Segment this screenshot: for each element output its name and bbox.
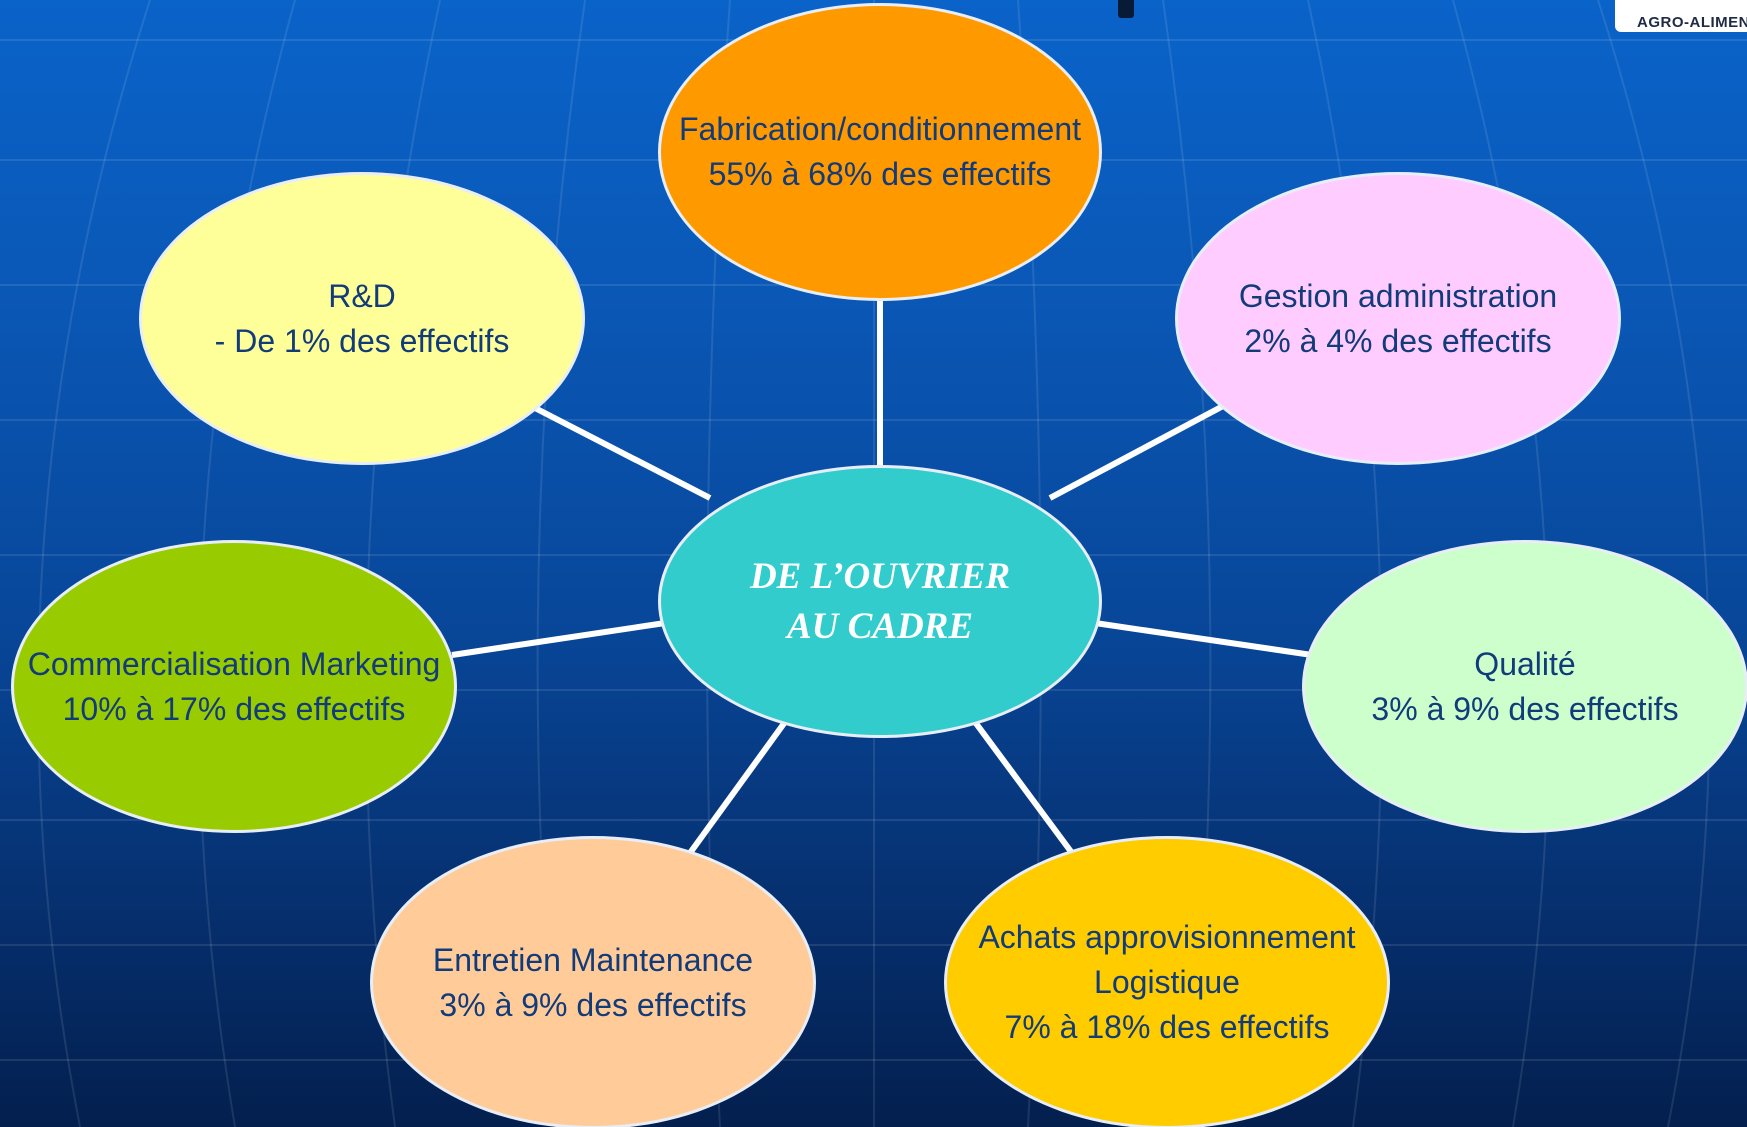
node-commercialisation-line-1: Commercialisation Marketing	[27, 645, 441, 682]
node-commercialisation-line-2: 10% à 17% des effectifs	[62, 690, 406, 727]
node-fabrication: Fabrication/conditionnement 55% à 68% de…	[658, 3, 1102, 301]
connector-achats	[972, 720, 1075, 855]
node-entretien-line-1: Entretien Maintenance	[432, 941, 754, 978]
center-node-line-2: AU CADRE	[786, 605, 974, 647]
node-achats-line-3: 7% à 18% des effectifs	[1004, 1009, 1330, 1045]
node-fabrication-line-1: Fabrication/conditionnement	[678, 111, 1081, 147]
node-qualite-line-1: Qualité	[1474, 645, 1576, 682]
node-commercialisation: Commercialisation Marketing 10% à 17% de…	[11, 540, 457, 833]
connector-gestion	[1048, 402, 1227, 501]
node-entretien-line-2: 3% à 9% des effectifs	[439, 986, 747, 1023]
center-node-line-1: DE L’OUVRIER	[749, 555, 1011, 597]
node-qualite-line-2: 3% à 9% des effectifs	[1371, 690, 1679, 727]
node-achats: Achats approvisionnement Logistique 7% à…	[944, 836, 1390, 1127]
center-node: DE L’OUVRIER AU CADRE	[658, 465, 1102, 738]
node-gestion: Gestion administration 2% à 4% des effec…	[1175, 172, 1621, 465]
node-achats-line-2: Logistique	[1094, 964, 1240, 1000]
node-rd-line-2: - De 1% des effectifs	[214, 322, 510, 359]
connector-rd	[533, 405, 712, 501]
connector-commercialisation	[451, 620, 666, 658]
logo: AGRO-ALIMENTAI	[1615, 0, 1747, 32]
title-fragment	[1118, 0, 1134, 18]
node-achats-line-1: Achats approvisionnement	[978, 919, 1356, 955]
logo-text: AGRO-ALIMENTAI	[1637, 14, 1747, 31]
node-gestion-line-2: 2% à 4% des effectifs	[1244, 322, 1552, 359]
node-entretien: Entretien Maintenance 3% à 9% des effect…	[370, 836, 816, 1127]
node-rd-line-1: R&D	[328, 277, 396, 314]
node-qualite: Qualité 3% à 9% des effectifs	[1302, 540, 1747, 833]
node-fabrication-line-2: 55% à 68% des effectifs	[708, 156, 1052, 192]
connector-qualite	[1094, 620, 1313, 658]
connector-entretien	[687, 720, 788, 855]
node-gestion-line-1: Gestion administration	[1238, 277, 1558, 314]
node-rd: R&D - De 1% des effectifs	[139, 172, 585, 465]
